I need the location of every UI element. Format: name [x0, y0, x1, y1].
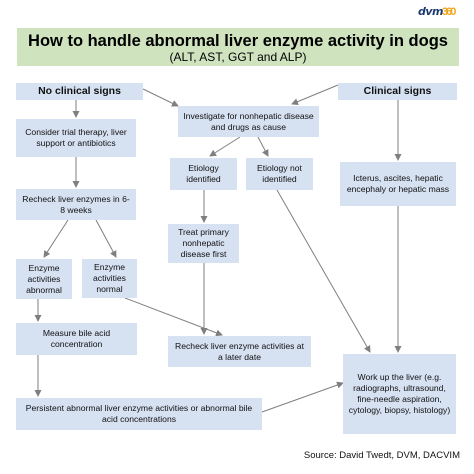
node-work-up-liver: Work up the liver (e.g. radiographs, ult…: [343, 354, 456, 434]
node-persistent-abnormal: Persistent abnormal liver enzyme activit…: [16, 398, 262, 430]
dvm360-logo: dvm 360: [418, 5, 470, 23]
node-no-clinical-signs: No clinical signs: [16, 83, 143, 100]
node-icterus-ascites: Icterus, ascites, hepatic encephaly or h…: [340, 162, 456, 206]
arrow-noclinical-investigate: [142, 88, 179, 107]
title-banner: How to handle abnormal liver enzyme acti…: [17, 28, 459, 66]
node-consider-trial-therapy: Consider trial therapy, liver support or…: [16, 119, 136, 157]
node-etiology-not-identified: Etiology not identified: [246, 158, 313, 190]
arrow-persistent-workup: [261, 381, 344, 413]
source-credit: Source: David Twedt, DVM, DACVIM: [303, 450, 460, 461]
arrow-notidentified-workup: [276, 189, 371, 353]
node-enzyme-abnormal: Enzyme activities abnormal: [16, 259, 72, 299]
arrow-investigate-identified: [209, 136, 241, 157]
arrow-clinical-investigate: [291, 84, 339, 105]
page-subtitle: (ALT, AST, GGT and ALP): [169, 50, 307, 64]
node-treat-primary: Treat primary nonhepatic disease first: [168, 224, 239, 263]
arrow-investigate-notidentified: [257, 136, 269, 157]
node-measure-bile-acid: Measure bile acid concentration: [16, 323, 137, 355]
page-title: How to handle abnormal liver enzyme acti…: [28, 32, 448, 50]
arrow-normal-recheck-later: [124, 297, 223, 337]
node-etiology-identified: Etiology identified: [170, 158, 237, 190]
arrow-recheck-normal: [95, 219, 117, 258]
node-investigate-nonhepatic: Investigate for nonhepatic disease and d…: [178, 106, 319, 137]
logo-rings: 360: [442, 6, 456, 18]
node-enzyme-normal: Enzyme activities normal: [82, 259, 137, 298]
node-recheck-6-8-weeks: Recheck liver enzymes in 6-8 weeks: [16, 189, 136, 220]
logo-text: dvm: [418, 5, 444, 18]
node-recheck-later-date: Recheck liver enzyme activities at a lat…: [168, 336, 311, 367]
node-clinical-signs: Clinical signs: [338, 83, 457, 100]
arrow-recheck-abnormal: [43, 219, 69, 258]
